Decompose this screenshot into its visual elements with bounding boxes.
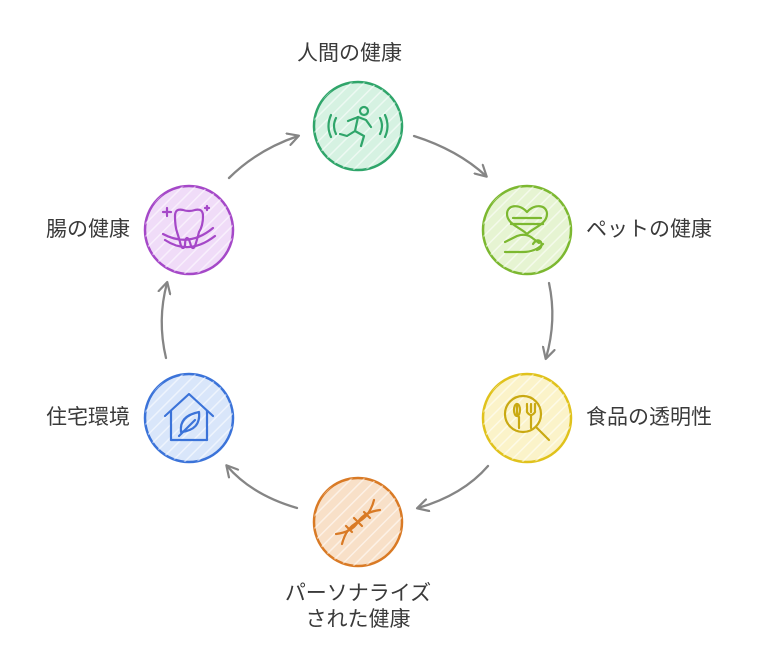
label-home-environment: 住宅環境 (46, 405, 130, 429)
node-human-health (312, 80, 404, 172)
arrow-human-to-pet (412, 134, 486, 176)
label-pet-health: ペットの健康 (586, 217, 712, 241)
dna-icon (334, 498, 382, 546)
label-gut-health: 腸の健康 (46, 217, 130, 241)
label-personalized-line-2: された健康 (305, 607, 411, 632)
label-human-health: 人間の健康 (297, 41, 402, 65)
node-gut-health (143, 184, 235, 276)
arrow-personalized-to-home (227, 466, 299, 510)
tooth-sparkle-icon (161, 204, 217, 250)
node-personalized-health (312, 476, 404, 568)
house-leaf-icon (163, 392, 215, 442)
arrow-gut-to-human (227, 136, 298, 180)
node-home-environment (143, 372, 235, 464)
heart-in-hand-icon (503, 205, 549, 254)
fork-magnifier-icon (503, 394, 551, 442)
node-pet-health (481, 184, 573, 276)
label-personalized-health: パーソナライズ された健康 (258, 580, 458, 633)
label-food-transparency: 食品の透明性 (586, 405, 712, 429)
node-food-transparency (481, 372, 573, 464)
arrow-pet-to-food (546, 281, 552, 358)
label-personalized-line-1: パーソナライズ (284, 581, 432, 605)
cycle-arrows (162, 136, 553, 508)
arrow-food-to-personalized (418, 464, 490, 508)
arrow-home-to-gut (162, 283, 167, 360)
running-person-icon (327, 105, 389, 148)
